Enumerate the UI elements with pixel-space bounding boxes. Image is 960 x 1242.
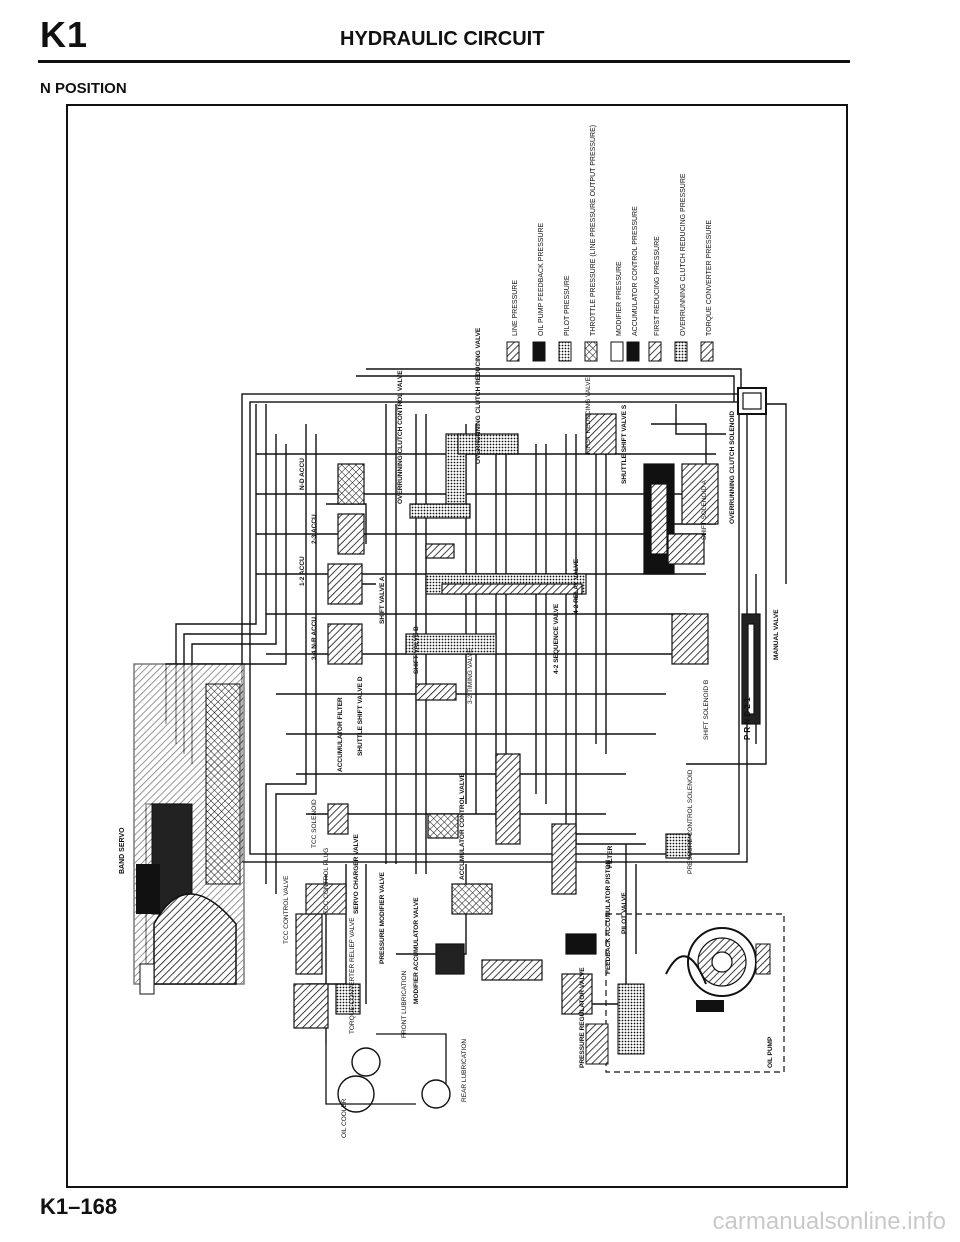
legend-swatch bbox=[584, 341, 598, 362]
label-filter: FILTER bbox=[607, 845, 614, 868]
label-shuttle-shift-valve-s: SHUTTLE SHIFT VALVE S bbox=[621, 404, 628, 484]
label-4-2-relay-valve: 4-2 RELAY VALVE bbox=[573, 558, 580, 614]
label-accumulator-control-valve: ACCUMULATOR CONTROL VALVE bbox=[459, 772, 466, 880]
label-pressure-regulator-valve: PRESSURE REGULATOR VALVE bbox=[579, 967, 586, 1068]
label-overrunning-clutch-reducing-valve: OVERRUNNING CLUTCH REDUCING VALVE bbox=[475, 327, 482, 464]
legend-item-throttle-pressure: THROTTLE PRESSURE (LINE PRESSURE OUTPUT … bbox=[584, 125, 598, 362]
oil-cooler bbox=[337, 1075, 375, 1113]
label-tcc-solenoid: TCC SOLENOID bbox=[311, 799, 318, 848]
page-subtitle: N POSITION bbox=[40, 80, 127, 97]
label-pressure-control-solenoid: PRESSURE CONTROL SOLENOID bbox=[687, 769, 694, 874]
label-1-2-accu: 1-2 ACCU bbox=[299, 556, 306, 586]
label-n-d-accu: N-D ACCU bbox=[299, 458, 306, 490]
legend-label: TORQUE CONVERTER PRESSURE bbox=[706, 220, 713, 336]
label-oil-pump: OIL PUMP bbox=[767, 1036, 774, 1068]
legend-label: PILOT PRESSURE bbox=[564, 275, 571, 336]
label-servo-charger-valve: SERVO CHARGER VALVE bbox=[353, 834, 360, 914]
legend-label: OVERRUNNING CLUTCH REDUCING PRESSURE bbox=[680, 173, 687, 336]
label-range-letters: P R N D 2 1 bbox=[743, 697, 752, 740]
circuit-lines bbox=[145, 368, 787, 1044]
band-servo-label: BAND SERVO bbox=[119, 827, 126, 874]
legend-label: ACCUMULATOR CONTROL PRESSURE bbox=[632, 206, 639, 336]
oil-pump-area bbox=[585, 913, 785, 1073]
legend-item-first-reducing: FIRST REDUCING PRESSURE bbox=[648, 236, 662, 362]
legend-swatch bbox=[700, 341, 714, 362]
label-rear-lubrication: REAR LUBRICATION bbox=[461, 1039, 468, 1102]
valve-spools bbox=[293, 413, 761, 1029]
label-4-2-sequence-valve: 4-2 SEQUENCE VALVE bbox=[553, 603, 560, 674]
legend-swatch bbox=[626, 341, 640, 362]
diagram-frame bbox=[66, 104, 848, 1188]
legend-item-torque-converter: TORQUE CONVERTER PRESSURE bbox=[700, 220, 714, 362]
legend-label: FIRST REDUCING PRESSURE bbox=[654, 236, 661, 336]
label-shift-valve-a: SHIFT VALVE A bbox=[379, 576, 386, 624]
legend-item-line-pressure: LINE PRESSURE bbox=[506, 280, 520, 362]
label-shift-valve-b: SHIFT VALVE B bbox=[413, 626, 420, 674]
legend-swatch bbox=[648, 341, 662, 362]
label-manual-valve: MANUAL VALVE bbox=[773, 609, 780, 660]
label-tcc-control-valve: TCC CONTROL VALVE bbox=[283, 875, 290, 944]
front-lubrication-orifice bbox=[351, 1047, 381, 1077]
legend-item-accumulator-control: ACCUMULATOR CONTROL PRESSURE bbox=[626, 206, 640, 362]
legend-label: THROTTLE PRESSURE (LINE PRESSURE OUTPUT … bbox=[590, 125, 597, 336]
legend-item-overrunning-reducing: OVERRUNNING CLUTCH REDUCING PRESSURE bbox=[674, 173, 688, 362]
label-front-lubrication: FRONT LUBRICATION bbox=[401, 970, 408, 1038]
legend-item-oil-pump-feedback: OIL PUMP FEEDBACK PRESSURE bbox=[532, 222, 546, 362]
label-3-2-timing-valve: 3-2 TIMING VALVE bbox=[467, 648, 474, 704]
label-torque-converter-relief-valve: TORQUE CONVERTER RELIEF VALVE bbox=[349, 917, 356, 1034]
legend: LINE PRESSURE OIL PUMP FEEDBACK PRESSURE… bbox=[506, 125, 714, 362]
label-shuttle-shift-valve-d: SHUTTLE SHIFT VALVE D bbox=[357, 676, 364, 756]
watermark: carmanualsonline.info bbox=[712, 1208, 946, 1235]
valve-block-inner bbox=[742, 392, 762, 410]
legend-swatch bbox=[610, 341, 624, 362]
section-code: K1 bbox=[40, 14, 89, 55]
legend-swatch bbox=[558, 341, 572, 362]
label-oil-cooler: OIL COOLER bbox=[341, 1098, 348, 1138]
label-first-reducing-valve: FIRST REDUCING VALVE bbox=[585, 376, 592, 454]
label-shift-solenoid-a: SHIFT SOLENOID A bbox=[701, 479, 708, 540]
label-n-r-accu: 3-4 N-R ACCU bbox=[311, 617, 318, 660]
header-rule bbox=[38, 60, 850, 63]
label-overrunning-clutch-solenoid: OVERRUNNING CLUTCH SOLENOID bbox=[729, 411, 736, 524]
label-overrunning-clutch-control-valve: OVERRUNNING CLUTCH CONTROL VALVE bbox=[397, 370, 404, 504]
label-modifier-accumulator-valve: MODIFIER ACCUMULATOR VALVE bbox=[413, 897, 420, 1004]
legend-item-modifier-pressure: MODIFIER PRESSURE bbox=[610, 261, 624, 362]
band-servo-assembly: BAND SERVO bbox=[119, 663, 245, 995]
label-pilot-valve: PILOT VALVE bbox=[621, 892, 628, 934]
hydraulic-circuit-diagram: LINE PRESSURE OIL PUMP FEEDBACK PRESSURE… bbox=[119, 125, 787, 1138]
legend-label: LINE PRESSURE bbox=[512, 280, 519, 336]
legend-item-pilot-pressure: PILOT PRESSURE bbox=[558, 275, 572, 362]
label-2-3-accu: 2-3 ACCU bbox=[311, 514, 318, 544]
legend-swatch bbox=[674, 341, 688, 362]
legend-swatch bbox=[506, 341, 520, 362]
legend-label: OIL PUMP FEEDBACK PRESSURE bbox=[538, 222, 545, 336]
legend-swatch bbox=[532, 341, 546, 362]
label-shift-solenoid-b: SHIFT SOLENOID B bbox=[703, 680, 710, 740]
label-accumulator-filter: ACCUMULATOR FILTER bbox=[337, 697, 344, 772]
label-pressure-modifier-valve: PRESSURE MODIFIER VALVE bbox=[379, 871, 386, 964]
page-title: HYDRAULIC CIRCUIT bbox=[340, 28, 545, 50]
page-number: K1–168 bbox=[40, 1194, 118, 1219]
label-feedback-accumulator-piston: FEEDBACK ACCUMULATOR PISTON bbox=[605, 859, 612, 974]
rear-lubrication-orifice bbox=[421, 1079, 451, 1109]
legend-label: MODIFIER PRESSURE bbox=[616, 261, 623, 336]
label-tcc-control-plug: TCC CONTROL PLUG bbox=[323, 848, 330, 914]
